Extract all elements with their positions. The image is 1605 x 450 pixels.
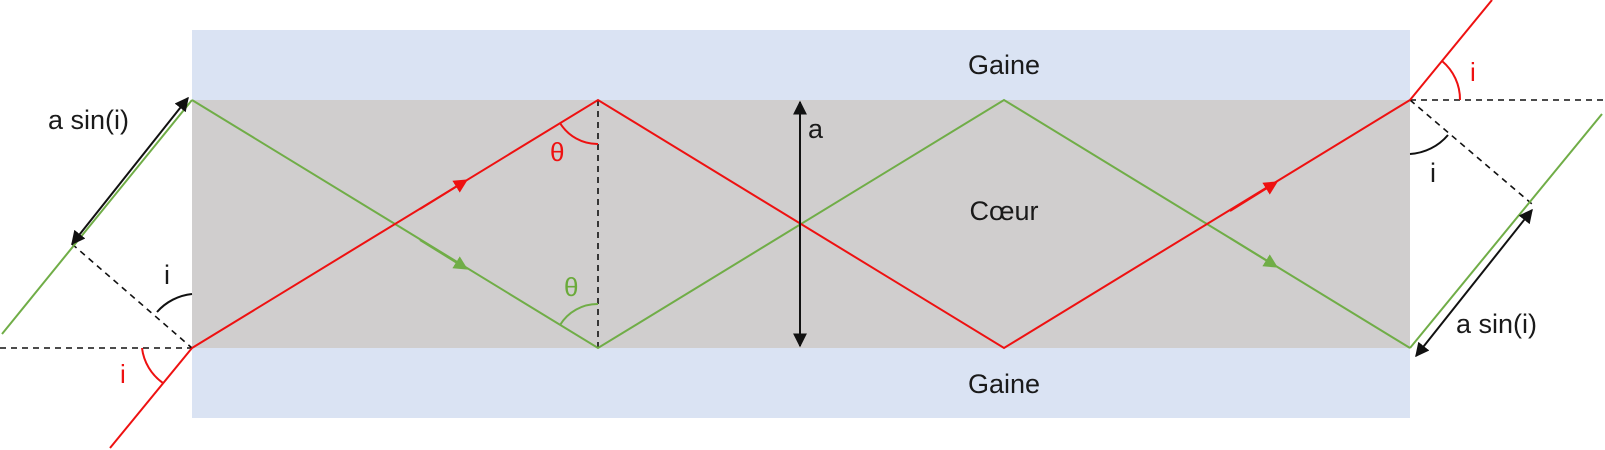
incidence-angle-label-left-red: i — [120, 359, 126, 389]
core-label: Cœur — [970, 196, 1039, 226]
core-width-label: a — [808, 114, 824, 144]
green-ray-arrow-1 — [419, 239, 468, 270]
construction-lines — [0, 99, 1605, 349]
red-ray-outgoing — [1409, 0, 1493, 101]
incidence-angle-label-right-black: i — [1430, 158, 1436, 188]
angle-arc-left-red — [141, 347, 164, 384]
right-perpendicular-dashed — [1409, 99, 1533, 205]
left-perpendicular-dashed — [71, 243, 193, 349]
cladding-bottom — [192, 348, 1410, 418]
angle-arc-right-black — [1409, 134, 1449, 155]
green-ray-incoming — [1, 99, 193, 335]
incidence-angle-label-left-black: i — [164, 260, 170, 290]
incidence-angle-label-right-red: i — [1470, 57, 1476, 87]
projection-label-right: a sin(i) — [1456, 309, 1537, 339]
green-ray-arrow-2 — [1229, 237, 1278, 268]
projection-arrow-right — [1415, 208, 1533, 358]
angle-arc-right-red — [1441, 60, 1462, 101]
angle-arc-left-black — [156, 293, 193, 313]
theta-label-red: θ — [550, 137, 564, 167]
red-ray-arrow-2 — [1229, 181, 1278, 212]
theta-arc-red — [559, 122, 599, 146]
red-ray-incoming — [109, 347, 193, 449]
projection-arrow-left — [71, 96, 189, 246]
theta-arc-green — [559, 302, 599, 326]
cladding-bottom-label: Gaine — [968, 369, 1040, 399]
red-ray-arrow-1 — [419, 179, 468, 210]
projection-label-left: a sin(i) — [48, 105, 129, 135]
theta-label-green: θ — [564, 272, 578, 302]
cladding-top-label: Gaine — [968, 50, 1040, 80]
cladding-top — [192, 30, 1410, 100]
